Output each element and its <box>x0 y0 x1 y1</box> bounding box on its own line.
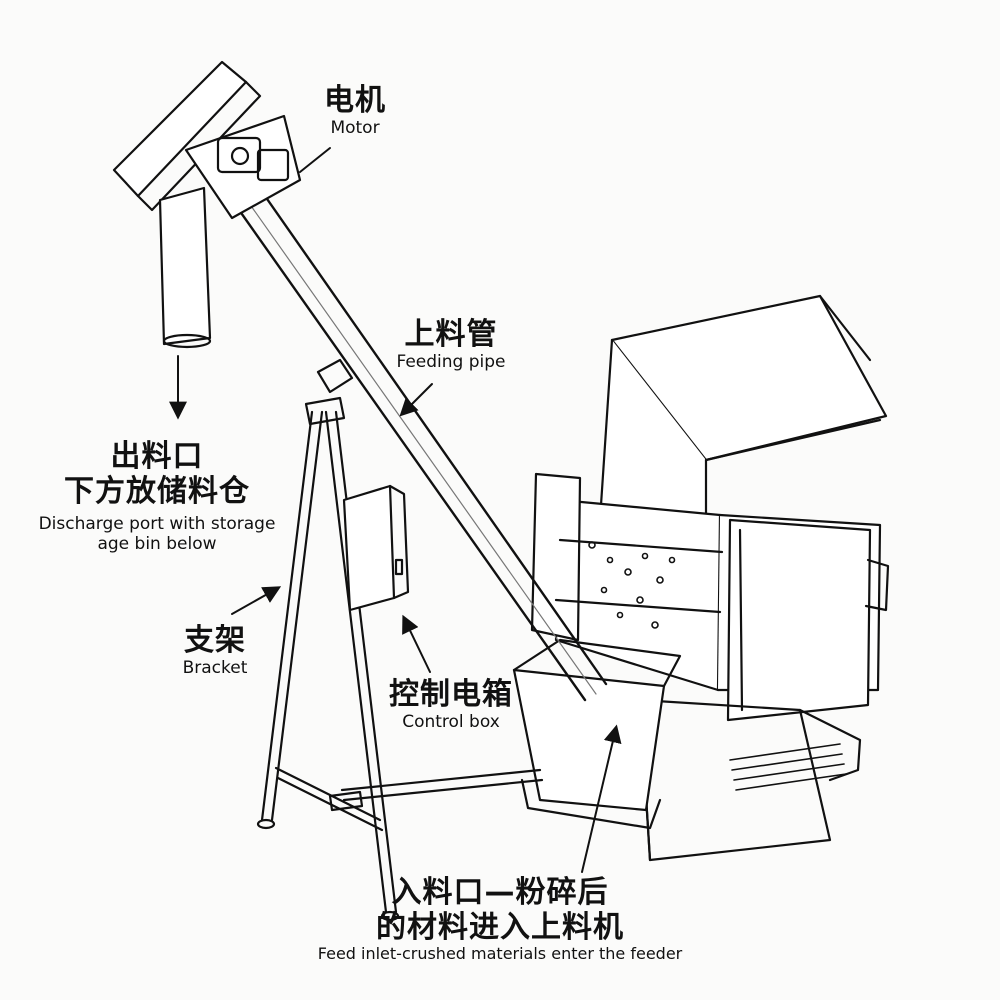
motor-head <box>112 60 302 349</box>
feed-inlet-arrow <box>581 724 622 873</box>
bracket-label: 支架 Bracket <box>160 623 270 678</box>
motor-label: 电机 Motor <box>300 83 410 138</box>
feed-inlet-label-zh-2: 的材料进入上料机 <box>376 909 624 945</box>
feed-inlet-label: 入料口—粉碎后 的材料进入上料机 Feed inlet-crushed mate… <box>290 875 710 963</box>
bracket-label-en: Bracket <box>182 657 248 678</box>
callout-arrows <box>169 147 622 873</box>
motor-leader <box>299 147 331 173</box>
control-box-label: 控制电箱 Control box <box>376 677 526 732</box>
bracket-arrow <box>231 586 282 615</box>
crusher-machine <box>512 294 890 862</box>
feed-inlet-label-en: Feed inlet-crushed materials enter the f… <box>317 944 683 963</box>
control-box-label-en: Control box <box>402 711 500 732</box>
discharge-label-en-1: Discharge port with storage <box>38 514 276 534</box>
bracket-stand <box>256 396 544 922</box>
discharge-label-en-2: age bin below <box>97 533 217 554</box>
control-box <box>342 484 410 612</box>
bracket-label-zh: 支架 <box>184 623 246 658</box>
discharge-label-zh-2: 下方放储料仓 <box>64 473 250 509</box>
feeding-pipe-label-zh: 上料管 <box>404 317 498 352</box>
motor-label-zh: 电机 <box>324 83 386 118</box>
feeding-pipe-label: 上料管 Feeding pipe <box>386 317 516 372</box>
control-box-arrow <box>402 614 431 673</box>
discharge-label-zh-1: 出料口 <box>110 439 204 474</box>
discharge-label: 出料口 下方放储料仓 Discharge port with storage a… <box>22 439 292 554</box>
motor-label-en: Motor <box>330 117 380 138</box>
feeding-pipe-label-en: Feeding pipe <box>396 351 506 372</box>
feeding-pipe <box>230 184 608 702</box>
feed-inlet-label-zh-1: 入料口—粉碎后 <box>391 875 609 910</box>
feeding-pipe-arrow <box>399 383 433 417</box>
control-box-label-zh: 控制电箱 <box>389 677 513 712</box>
